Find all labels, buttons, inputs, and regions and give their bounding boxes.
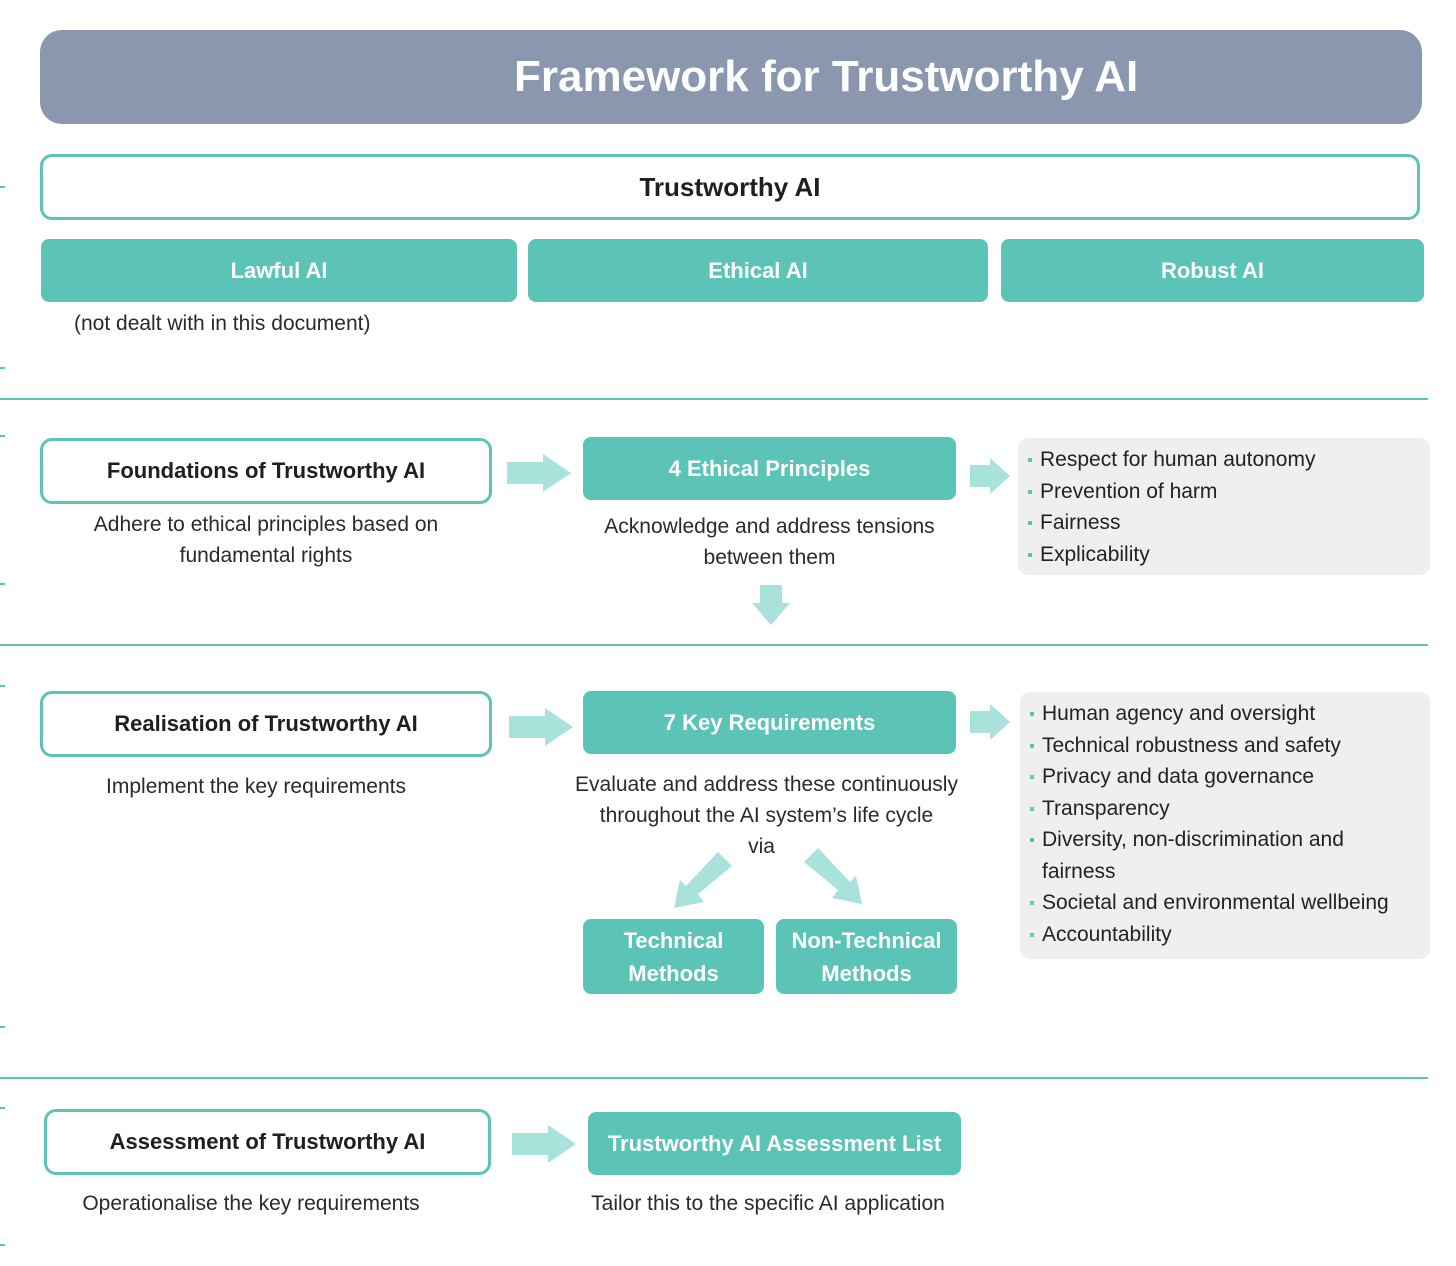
- lawful-ai-box: Lawful AI: [41, 239, 517, 302]
- non-technical-methods-box: Non-Technical Methods: [776, 919, 957, 994]
- requirement-item: Human agency and oversight: [1030, 698, 1420, 730]
- margin-tick: [0, 1107, 5, 1109]
- foundations-box: Foundations of Trustworthy AI: [40, 438, 492, 504]
- non-technical-methods-label: Non-Technical: [791, 927, 942, 953]
- requirements-panel: Human agency and oversight Technical rob…: [1020, 692, 1430, 959]
- ethical-principles-caption-line: between them: [703, 546, 836, 569]
- key-requirements-box: 7 Key Requirements: [583, 691, 956, 754]
- arrow-down-right-icon: [804, 848, 862, 904]
- key-requirements-caption: Evaluate and address these continuously …: [560, 769, 973, 862]
- key-requirements-caption-line: via: [748, 835, 775, 858]
- arrow-right-icon: [970, 458, 1010, 494]
- principles-panel: Respect for human autonomy Prevention of…: [1018, 438, 1430, 575]
- principle-item: Fairness: [1028, 507, 1420, 539]
- requirement-item: Diversity, non-discrimination and: [1030, 824, 1420, 856]
- foundations-caption: Adhere to ethical principles based on fu…: [40, 509, 492, 571]
- requirement-item: Technical robustness and safety: [1030, 730, 1420, 762]
- arrow-right-icon: [512, 1125, 576, 1163]
- page-title: Framework for Trustworthy AI: [514, 52, 1139, 101]
- realisation-box: Realisation of Trustworthy AI: [40, 691, 492, 757]
- key-requirements-caption-line: throughout the AI system’s life cycle: [599, 804, 934, 827]
- lawful-ai-note: (not dealt with in this document): [74, 312, 371, 335]
- arrow-right-icon: [507, 454, 571, 492]
- requirement-item: Societal and environmental wellbeing: [1030, 887, 1420, 919]
- technical-methods-box: Technical Methods: [583, 919, 764, 994]
- arrow-right-icon: [509, 708, 573, 746]
- arrow-down-icon: [752, 585, 790, 625]
- margin-tick: [0, 685, 5, 687]
- principle-item: Prevention of harm: [1028, 476, 1420, 508]
- trustworthy-ai-box: Trustworthy AI: [40, 154, 1420, 220]
- requirement-item: Transparency: [1030, 793, 1420, 825]
- margin-tick: [0, 583, 5, 585]
- arrow-right-icon: [970, 704, 1010, 740]
- section-divider: [0, 1077, 1428, 1079]
- assessment-box: Assessment of Trustworthy AI: [44, 1109, 491, 1175]
- section-divider: [0, 644, 1428, 646]
- assessment-caption: Operationalise the key requirements: [82, 1192, 420, 1215]
- key-requirements-caption-line: Evaluate and address these continuously: [575, 773, 958, 796]
- margin-tick: [0, 435, 5, 437]
- requirement-item: Accountability: [1030, 919, 1420, 951]
- ethical-ai-box: Ethical AI: [528, 239, 988, 302]
- arrow-down-left-icon: [674, 852, 732, 908]
- foundations-caption-line: Adhere to ethical principles based on: [93, 513, 439, 536]
- assessment-list-caption: Tailor this to the specific AI applicati…: [591, 1192, 945, 1215]
- principle-item: Explicability: [1028, 539, 1420, 571]
- margin-tick: [0, 1026, 5, 1028]
- ethical-principles-caption-line: Acknowledge and address tensions: [604, 515, 935, 538]
- margin-tick: [0, 1244, 5, 1246]
- section-divider: [0, 398, 1428, 400]
- technical-methods-label: Methods: [628, 960, 719, 986]
- non-technical-methods-label: Methods: [821, 960, 912, 986]
- realisation-caption: Implement the key requirements: [106, 775, 406, 798]
- ethical-principles-caption: Acknowledge and address tensions between…: [583, 511, 956, 573]
- principle-item: Respect for human autonomy: [1028, 444, 1420, 476]
- assessment-list-box: Trustworthy AI Assessment List: [588, 1112, 961, 1175]
- requirement-item-continued: fairness: [1042, 859, 1116, 883]
- margin-tick: [0, 186, 5, 188]
- foundations-caption-line: fundamental rights: [179, 544, 353, 567]
- robust-ai-box: Robust AI: [1001, 239, 1424, 302]
- title-banner: Framework for Trustworthy AI: [40, 30, 1422, 124]
- technical-methods-label: Technical: [623, 927, 724, 953]
- margin-tick: [0, 367, 5, 369]
- requirement-item: Privacy and data governance: [1030, 761, 1420, 793]
- ethical-principles-box: 4 Ethical Principles: [583, 437, 956, 500]
